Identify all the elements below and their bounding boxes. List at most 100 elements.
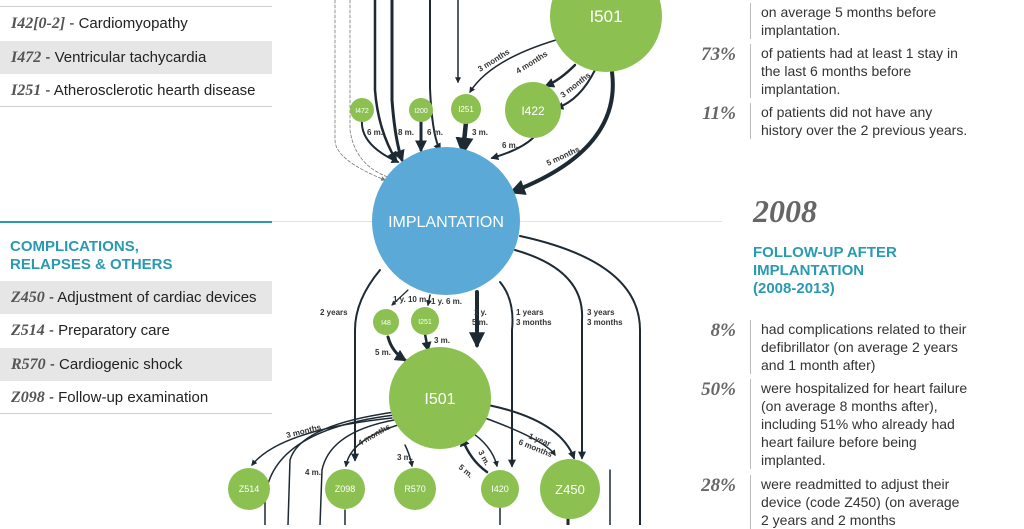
edge-label: 1 years [516,308,544,317]
edge-impl-i48 [391,289,409,306]
legend-code: I42[0-2] [11,15,66,32]
node-i422: I422 [521,104,545,118]
edge-label: 1 y. [474,308,487,317]
edge-label: 5 m. [375,348,391,357]
node-i251-mid: I251 [418,319,432,326]
legend-row-atherosclerotic: I251 - Atherosclerotic hearth disease [0,74,272,107]
legend-row-z098: Z098 - Follow-up examination [0,381,272,414]
followup-line2: IMPLANTATION [753,262,865,279]
legend-desc: Follow-up examination [58,389,209,406]
legend-code: I251 [11,82,42,99]
edge-label: 4 m. [305,468,321,477]
edge-i501-impl [509,70,615,195]
node-i501-mid: I501 [424,391,455,408]
node-z098: Z098 [335,484,356,494]
edge-top-1 [390,0,405,163]
edge-top-2 [373,0,398,162]
node-i420-circle [481,470,519,508]
edge-i501-z098 [343,424,399,468]
edge-label: 1 y. 6 m. [431,297,462,306]
followup-line3: (2008-2013) [753,280,835,297]
legend-desc: Cardiomyopathy [78,15,188,32]
nodes: I501 I472 I200 I251 I422 IMPLANTATION I4… [228,0,662,519]
node-i200: I200 [414,108,428,115]
edge-label: 3 m. [472,128,488,137]
complications-title-line2: RELAPSES & OTHERS [10,256,173,273]
node-i200-circle [409,98,433,122]
edge-label: 5 m. [472,318,488,327]
edge-dashed-2 [349,0,389,178]
edge-impl-2y [351,269,381,462]
edge-label: 4 months [357,422,393,448]
stat-text: on average 5 months before implantation. [750,3,971,39]
node-i422-circle [505,82,561,138]
legend-desc: Cardiogenic shock [59,356,183,373]
section-divider [0,221,272,223]
node-r570-circle [394,468,436,510]
stat-text: of patients did not have any history ove… [750,103,971,139]
edge-label: 3 months [516,318,552,327]
stat-text: were readmitted to adjust their device (… [750,475,971,529]
edge-i251 [455,119,474,156]
legend-desc: Atherosclerotic hearth disease [53,82,256,99]
legend-row-top-partial [0,0,272,7]
legend-desc: Ventricular tachycardia [54,49,207,66]
node-i472: I472 [355,108,369,115]
legend-desc: Adjustment of cardiac devices [57,289,257,306]
complications-title-line1: COMPLICATIONS, [10,238,139,255]
edge-i501-z514 [251,417,393,466]
legend-code: Z450 [11,289,45,306]
node-i501-mid-circle [389,347,491,449]
edge-label: 6 m. [427,128,443,137]
legend-code: I472 [11,49,42,66]
edge-label: 8 m. [398,128,414,137]
edge-label: 6 m. [367,128,383,137]
edge-impl-3y [514,249,586,460]
legend-row-z514: Z514 - Preparatory care [11,322,170,339]
node-z514: Z514 [239,484,260,494]
edge-label: 3 years [587,308,615,317]
edge-impl-i251 [425,294,432,307]
node-i251-top: I251 [458,105,474,114]
stat-percent: 28% [701,475,736,496]
node-z450-circle [540,459,600,519]
edge-lower-left-3 [319,419,395,525]
complications-title: COMPLICATIONS, RELAPSES & OTHERS [10,238,173,274]
node-z514-circle [228,468,270,510]
edge-i251-i501 [421,332,432,352]
node-r570: R570 [404,484,426,494]
stat-percent: 11% [702,103,736,124]
stat-text: had complications related to their defib… [750,320,971,374]
node-i420: I420 [491,484,509,494]
stat-percent: 50% [701,379,736,400]
legend-code: Z514 [11,322,45,339]
edge-i472 [360,119,400,164]
edge-label: 6 m. [502,141,518,150]
edge-dashed-1 [334,0,386,181]
legend-row-z450: Z450 - Adjustment of cardiac devices [0,281,272,314]
node-implantation-circle [372,147,520,295]
edge-label: 2 years [320,308,348,317]
legend-desc: Preparatory care [58,322,170,339]
edge-impl-far [519,235,641,525]
stat-percent: 73% [701,44,736,65]
edge-i422 [490,137,534,161]
stat-percent: 8% [710,320,736,341]
node-i472-circle [350,98,374,122]
node-i251-top-circle [451,94,481,124]
edge-label: 5 m. [457,463,475,480]
edge-top-right [429,0,441,152]
edge-i501-z450-b [484,417,556,456]
edge-label: 3 m. [434,336,450,345]
node-i251-mid-circle [411,307,439,335]
edge-label: 3 months [285,422,322,439]
legend-row-ventricular-tachycardia: I472 - Ventricular tachycardia [0,41,272,74]
legend-code: R570 [11,356,46,373]
legend-code: Z098 [11,389,45,406]
stat-text: were hospitalized for heart failure (on … [750,379,971,469]
edge-impl-1y [499,281,516,468]
node-i501-top-circle [550,0,662,72]
edge-label: 1 y. 10 m. [393,295,428,304]
stat-text: of patients had at least 1 stay in the l… [750,44,971,98]
